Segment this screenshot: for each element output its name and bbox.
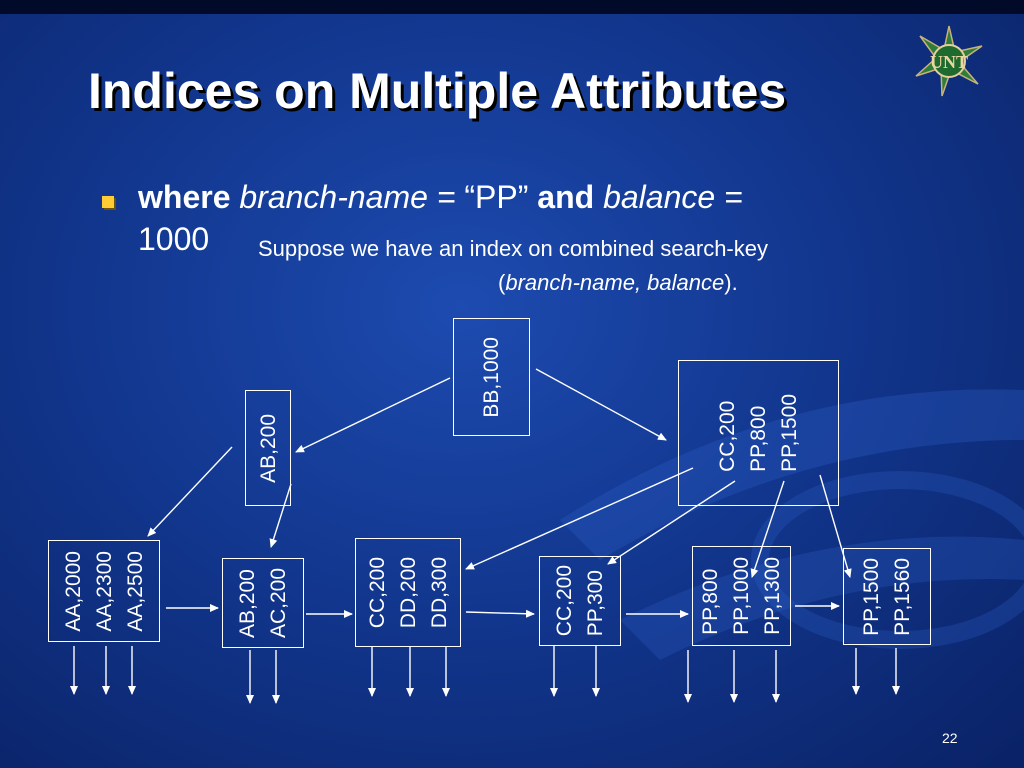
note-line-2: (branch-name, balance).: [498, 270, 738, 295]
top-bar: [0, 0, 1024, 14]
keyword-where: where: [138, 179, 231, 215]
keyword-and: and: [537, 179, 595, 215]
slide-title: Indices on Multiple Attributes: [88, 63, 787, 119]
root-node: BB,1000: [453, 318, 530, 436]
svg-text:UNT: UNT: [930, 52, 968, 72]
note-line-1: Suppose we have an index on combined sea…: [258, 236, 768, 261]
value-1000: 1000: [138, 221, 210, 257]
bullet-marker: [102, 196, 114, 208]
note-search-key: branch-name, balance: [505, 270, 725, 295]
internal-node-left: AB,200: [245, 390, 291, 506]
index-note: Suppose we have an index on combined sea…: [258, 232, 768, 300]
page-number: 22: [942, 730, 958, 746]
attribute-branch-name: branch-name =: [239, 179, 456, 215]
attribute-balance: balance =: [603, 179, 743, 215]
unt-logo-icon: UNT: [915, 25, 983, 97]
bullet-text: where branch-name = “PP” and balance = 10…: [138, 176, 938, 260]
value-pp: “PP”: [464, 179, 529, 215]
